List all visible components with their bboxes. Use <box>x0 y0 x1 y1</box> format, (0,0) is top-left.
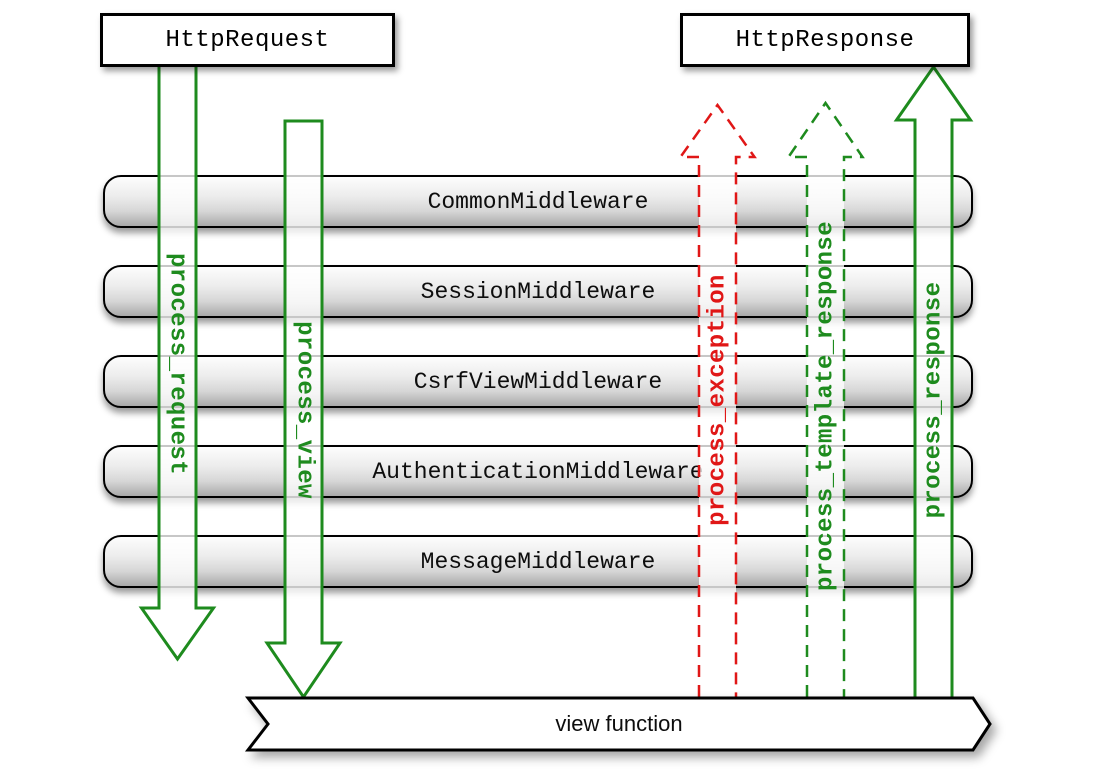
process-response-label: process_response <box>920 281 948 519</box>
process-response-arrow <box>893 64 974 697</box>
http-response-node: HttpResponse <box>680 13 970 67</box>
middleware-label: AuthenticationMiddleware <box>372 458 704 485</box>
http-response-label: HttpResponse <box>735 26 915 54</box>
view-function-banner <box>244 696 992 752</box>
middleware-label: MessageMiddleware <box>420 548 656 575</box>
http-request-label: HttpRequest <box>165 26 330 54</box>
process-exception-label: process_exception <box>704 274 732 526</box>
process-view-label: process_view <box>290 321 318 499</box>
process-template-response-label: process_template_response <box>812 220 840 592</box>
middleware-label: CsrfViewMiddleware <box>413 368 663 395</box>
process-exception-arrow <box>678 102 757 697</box>
process-request-label: process_request <box>163 252 191 476</box>
middleware-label: CommonMiddleware <box>427 188 649 215</box>
http-request-node: HttpRequest <box>100 13 395 67</box>
view-function-label: view function <box>555 711 683 736</box>
process-request-arrow <box>138 60 217 662</box>
middleware-label: SessionMiddleware <box>420 278 656 305</box>
process-view-arrow <box>264 119 343 700</box>
process-template-response-arrow <box>786 100 865 697</box>
